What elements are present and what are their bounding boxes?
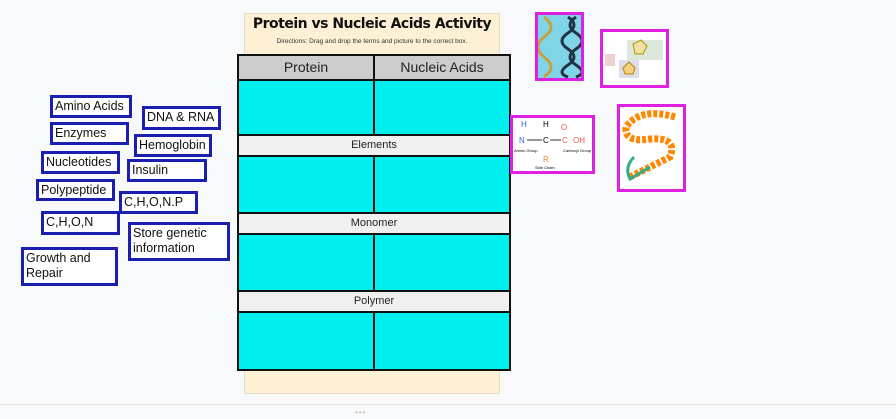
- column-nucleic-acids: Nucleic Acids: [373, 56, 509, 79]
- term-nucleotides[interactable]: Nucleotides: [41, 151, 120, 174]
- bottom-divider: [0, 404, 896, 405]
- amino-acid-structure-icon: H H N C C O OH R Amino Group Carboxyl Gr…: [514, 120, 592, 170]
- dna-helix-icon: [538, 15, 581, 78]
- row-label-elements: Elements: [239, 134, 509, 155]
- term-enzymes[interactable]: Enzymes: [50, 122, 129, 145]
- term-store-genetic-information[interactable]: Store genetic information: [128, 222, 230, 261]
- term-amino-acids[interactable]: Amino Acids: [50, 95, 132, 118]
- term-chon[interactable]: C,H,O,N: [41, 211, 120, 235]
- column-protein: Protein: [239, 56, 373, 79]
- oh-label: OH: [573, 136, 585, 145]
- drag-handle-icon[interactable]: •••: [355, 408, 367, 417]
- h-label: H: [543, 120, 549, 129]
- term-growth-and-repair[interactable]: Growth and Repair: [21, 247, 118, 286]
- term-dna-rna[interactable]: DNA & RNA: [142, 106, 221, 130]
- drop-cell[interactable]: [239, 81, 373, 134]
- row-label-polymer: Polymer: [239, 290, 509, 311]
- side-chain-label: Side Chain: [535, 165, 555, 170]
- drop-cell[interactable]: [373, 157, 509, 212]
- directions: Directions: Drag and drop the terms and …: [276, 38, 468, 45]
- term-polypeptide[interactable]: Polypeptide: [36, 179, 115, 201]
- carboxyl-group-label: Carboxyl Group: [563, 148, 592, 153]
- term-hemoglobin[interactable]: Hemoglobin: [134, 134, 212, 157]
- drop-cell[interactable]: [239, 157, 373, 212]
- activity-title: Protein vs Nucleic Acids Activity: [252, 16, 492, 32]
- dna-helix-image[interactable]: [535, 12, 584, 81]
- row-label-monomer: Monomer: [239, 212, 509, 233]
- drop-cell[interactable]: [373, 81, 509, 134]
- drop-cell[interactable]: [373, 313, 509, 369]
- h-label: H: [521, 120, 527, 129]
- protein-chain-image[interactable]: [617, 104, 686, 192]
- term-chonp[interactable]: C,H,O,N.P: [119, 191, 198, 214]
- nucleotide-image[interactable]: [600, 29, 669, 88]
- c-label: C: [562, 136, 568, 145]
- nucleotide-icon: [605, 39, 663, 78]
- protein-chain-icon: [622, 110, 676, 182]
- n-label: N: [519, 136, 525, 145]
- drop-cell[interactable]: [239, 313, 373, 369]
- r-label: R: [543, 155, 549, 164]
- drop-cell[interactable]: [239, 235, 373, 290]
- term-insulin[interactable]: Insulin: [127, 159, 207, 182]
- amino-group-label: Amino Group: [514, 148, 538, 153]
- amino-acid-image[interactable]: H H N C C O OH R Amino Group Carboxyl Gr…: [510, 115, 595, 174]
- c-label: C: [543, 136, 549, 145]
- o-label: O: [561, 123, 567, 132]
- drop-cell[interactable]: [373, 235, 509, 290]
